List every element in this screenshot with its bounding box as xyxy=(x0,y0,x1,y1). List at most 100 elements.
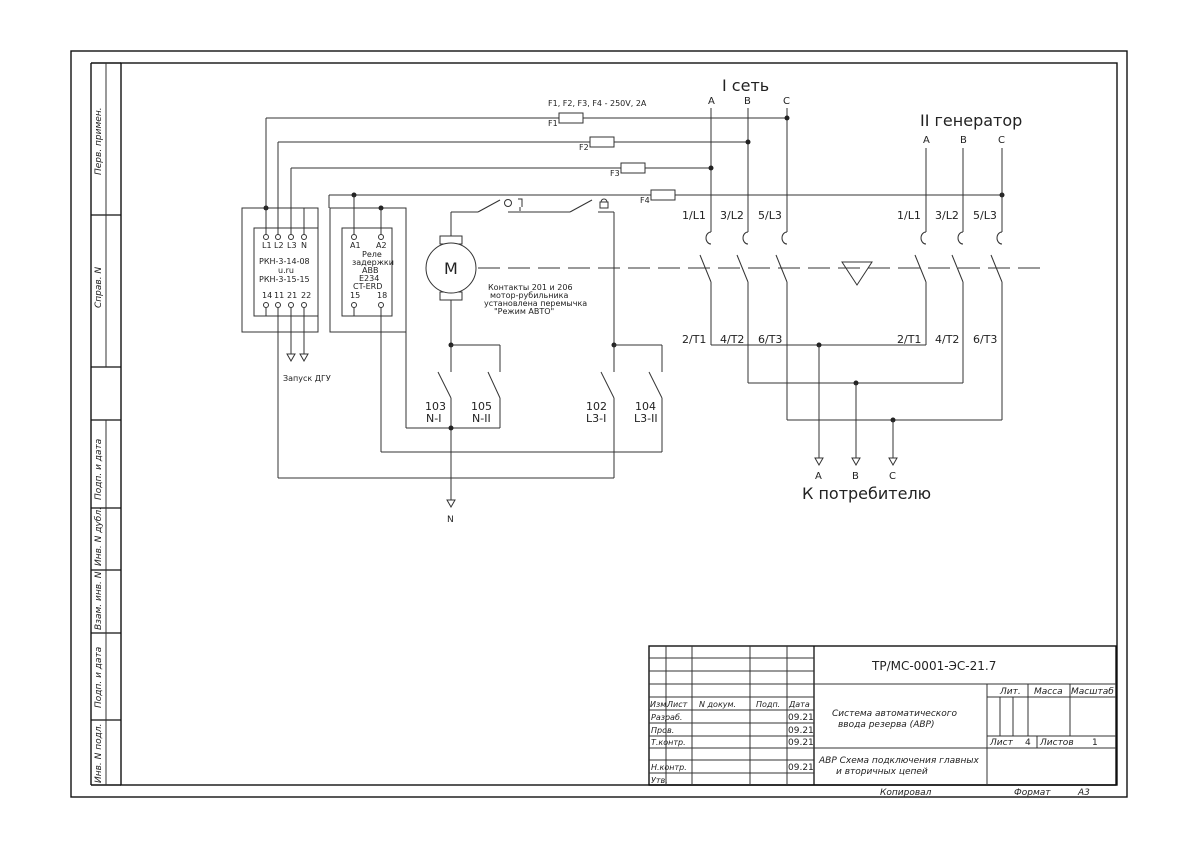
mode-icon xyxy=(504,199,512,207)
role-tkontr: Т.контр. xyxy=(651,738,686,747)
motor-note-2: мотор-рубильника xyxy=(490,291,568,300)
delay-in-a1: A1 xyxy=(350,241,361,250)
gen-terminal-t1: 2/T1 xyxy=(897,333,921,346)
contact-104-label: L3-II xyxy=(634,412,658,425)
motor-icon xyxy=(425,242,477,294)
format-value: А3 xyxy=(1077,788,1090,798)
delay-out-18: 18 xyxy=(377,291,387,300)
motor-note-1: Контакты 201 и 206 xyxy=(488,283,573,292)
contact-103-label: N-I xyxy=(426,412,441,425)
mains-phase-a: A xyxy=(708,96,715,107)
col-list: Лист xyxy=(666,700,688,709)
mains-terminal-t3: 6/T3 xyxy=(758,333,782,346)
date-prov: 09.21 xyxy=(788,726,814,736)
rkn-in-l1: L1 xyxy=(262,241,272,250)
gen-phase-b: B xyxy=(960,135,967,146)
generator-title: II генератор xyxy=(920,111,1022,130)
massa-label: Масса xyxy=(1034,687,1063,697)
key-icon xyxy=(518,198,523,211)
listov-value: 1 xyxy=(1092,738,1098,748)
lit-label: Лит. xyxy=(999,687,1021,697)
rkn-out-21: 21 xyxy=(287,291,297,300)
scheme-name-2: и вторичных цепей xyxy=(836,767,928,777)
rkn-out-14: 14 xyxy=(262,291,272,300)
rkn-out-11: 11 xyxy=(274,291,284,300)
delay-line-2: задержки xyxy=(352,258,394,267)
gen-terminal-l2: 3/L2 xyxy=(935,209,959,222)
masshtab-label: Масштаб xyxy=(1071,687,1114,697)
stamp-podp-data-2: Подп. и дата xyxy=(94,647,104,708)
stamp-inv-podl: Инв. N подл. xyxy=(94,724,104,783)
relay-delay: A1 A2 Реле задержки ABB E234 CT-ERD 15 1… xyxy=(328,192,407,452)
rkn-out-22: 22 xyxy=(301,291,311,300)
fuse-f4: F4 xyxy=(640,196,650,205)
delay-in-a2: A2 xyxy=(376,241,387,250)
date-nkontr: 09.21 xyxy=(788,763,814,773)
gen-phase-a: A xyxy=(923,135,930,146)
mains-phase-b: B xyxy=(744,96,751,107)
system-name-2: ввода резерва (АВР) xyxy=(838,720,934,730)
stamp-inv-dubl: Инв. N дубл. xyxy=(94,507,104,566)
gen-terminal-t2: 4/T2 xyxy=(935,333,959,346)
role-razrab: Разраб. xyxy=(651,713,682,722)
mains-terminal-l1: 1/L1 xyxy=(682,209,706,222)
kopiroval-label: Копировал xyxy=(880,788,932,798)
lock-icon xyxy=(599,201,609,209)
mechanical-interlock-icon xyxy=(841,261,873,286)
mains-terminal-l2: 3/L2 xyxy=(720,209,744,222)
col-data: Дата xyxy=(788,700,810,709)
relay-rkn: L1 L2 L3 N РКН-3-14-08 u.ru РКН-3-15-15 … xyxy=(241,118,331,478)
drawing-frame xyxy=(70,50,1128,798)
delay-line-5: CT-ERD xyxy=(353,282,382,291)
stamp-sprav-n: Справ. N xyxy=(94,267,104,308)
delay-line-1: Реле xyxy=(362,250,382,259)
fuse-f2: F2 xyxy=(579,143,589,152)
delay-out-15: 15 xyxy=(350,291,360,300)
system-name-1: Система автоматического xyxy=(832,709,957,719)
rkn-name-2: u.ru xyxy=(278,266,294,275)
col-ndoc: N докум. xyxy=(699,700,736,709)
rkn-in-l2: L2 xyxy=(274,241,284,250)
motor-drive: M Контакты 201 и 206 мотор-рубильника ус… xyxy=(425,198,615,345)
contact-103-num: 103 xyxy=(425,400,446,413)
col-izm: Изм. xyxy=(650,700,669,709)
generator-network: II генератор A B C 1/L1 3/L2 5/L3 2/T1 4… xyxy=(841,111,1022,420)
scheme-name-1: АВР Схема подключения главных xyxy=(818,756,979,766)
gen-terminal-l3: 5/L3 xyxy=(973,209,997,222)
delay-line-4: E234 xyxy=(359,274,379,283)
contact-102-num: 102 xyxy=(586,400,607,413)
gen-terminal-t3: 6/T3 xyxy=(973,333,997,346)
contact-105-label: N-II xyxy=(472,412,491,425)
mains-title: I сеть xyxy=(722,76,769,95)
contact-104-num: 104 xyxy=(635,400,656,413)
start-dgu-label: Запуск ДГУ xyxy=(283,374,331,383)
col-podp: Подп. xyxy=(756,700,780,709)
list-label: Лист xyxy=(989,738,1014,748)
mains-phase-c: C xyxy=(783,96,790,107)
format-label: Формат xyxy=(1014,788,1051,798)
title-block: ТР/МС-0001-ЭС-21.7 Изм. Лист N докум. По… xyxy=(648,645,1117,798)
rkn-in-l3: L3 xyxy=(287,241,297,250)
doc-code: ТР/МС-0001-ЭС-21.7 xyxy=(871,659,996,673)
consumer-phase-c: C xyxy=(889,471,896,482)
rkn-name-3: РКН-3-15-15 xyxy=(259,275,310,284)
stamp-vzam-inv: Взам. инв. N xyxy=(94,571,104,630)
mains-terminal-t1: 2/T1 xyxy=(682,333,706,346)
mains-network: I сеть A B C F1, F2, F3, F4 - 250V, 2A F… xyxy=(266,76,1005,420)
rkn-name-1: РКН-3-14-08 xyxy=(259,257,310,266)
listov-label: Листов xyxy=(1039,738,1074,748)
consumer-phase-a: A xyxy=(815,471,822,482)
neutral-label: N xyxy=(447,515,454,525)
date-tkontr: 09.21 xyxy=(788,738,814,748)
gen-terminal-l1: 1/L1 xyxy=(897,209,921,222)
date-razrab: 09.21 xyxy=(788,713,814,723)
gen-phase-c: C xyxy=(998,135,1005,146)
motor-note-3: установлена перемычка xyxy=(484,299,587,308)
contact-105-num: 105 xyxy=(471,400,492,413)
rkn-in-n: N xyxy=(301,241,307,250)
delay-line-3: ABB xyxy=(362,266,378,275)
output-buses: A B C К потребителю xyxy=(710,330,1002,503)
fuse-f1: F1 xyxy=(548,119,558,128)
list-value: 4 xyxy=(1025,738,1031,748)
